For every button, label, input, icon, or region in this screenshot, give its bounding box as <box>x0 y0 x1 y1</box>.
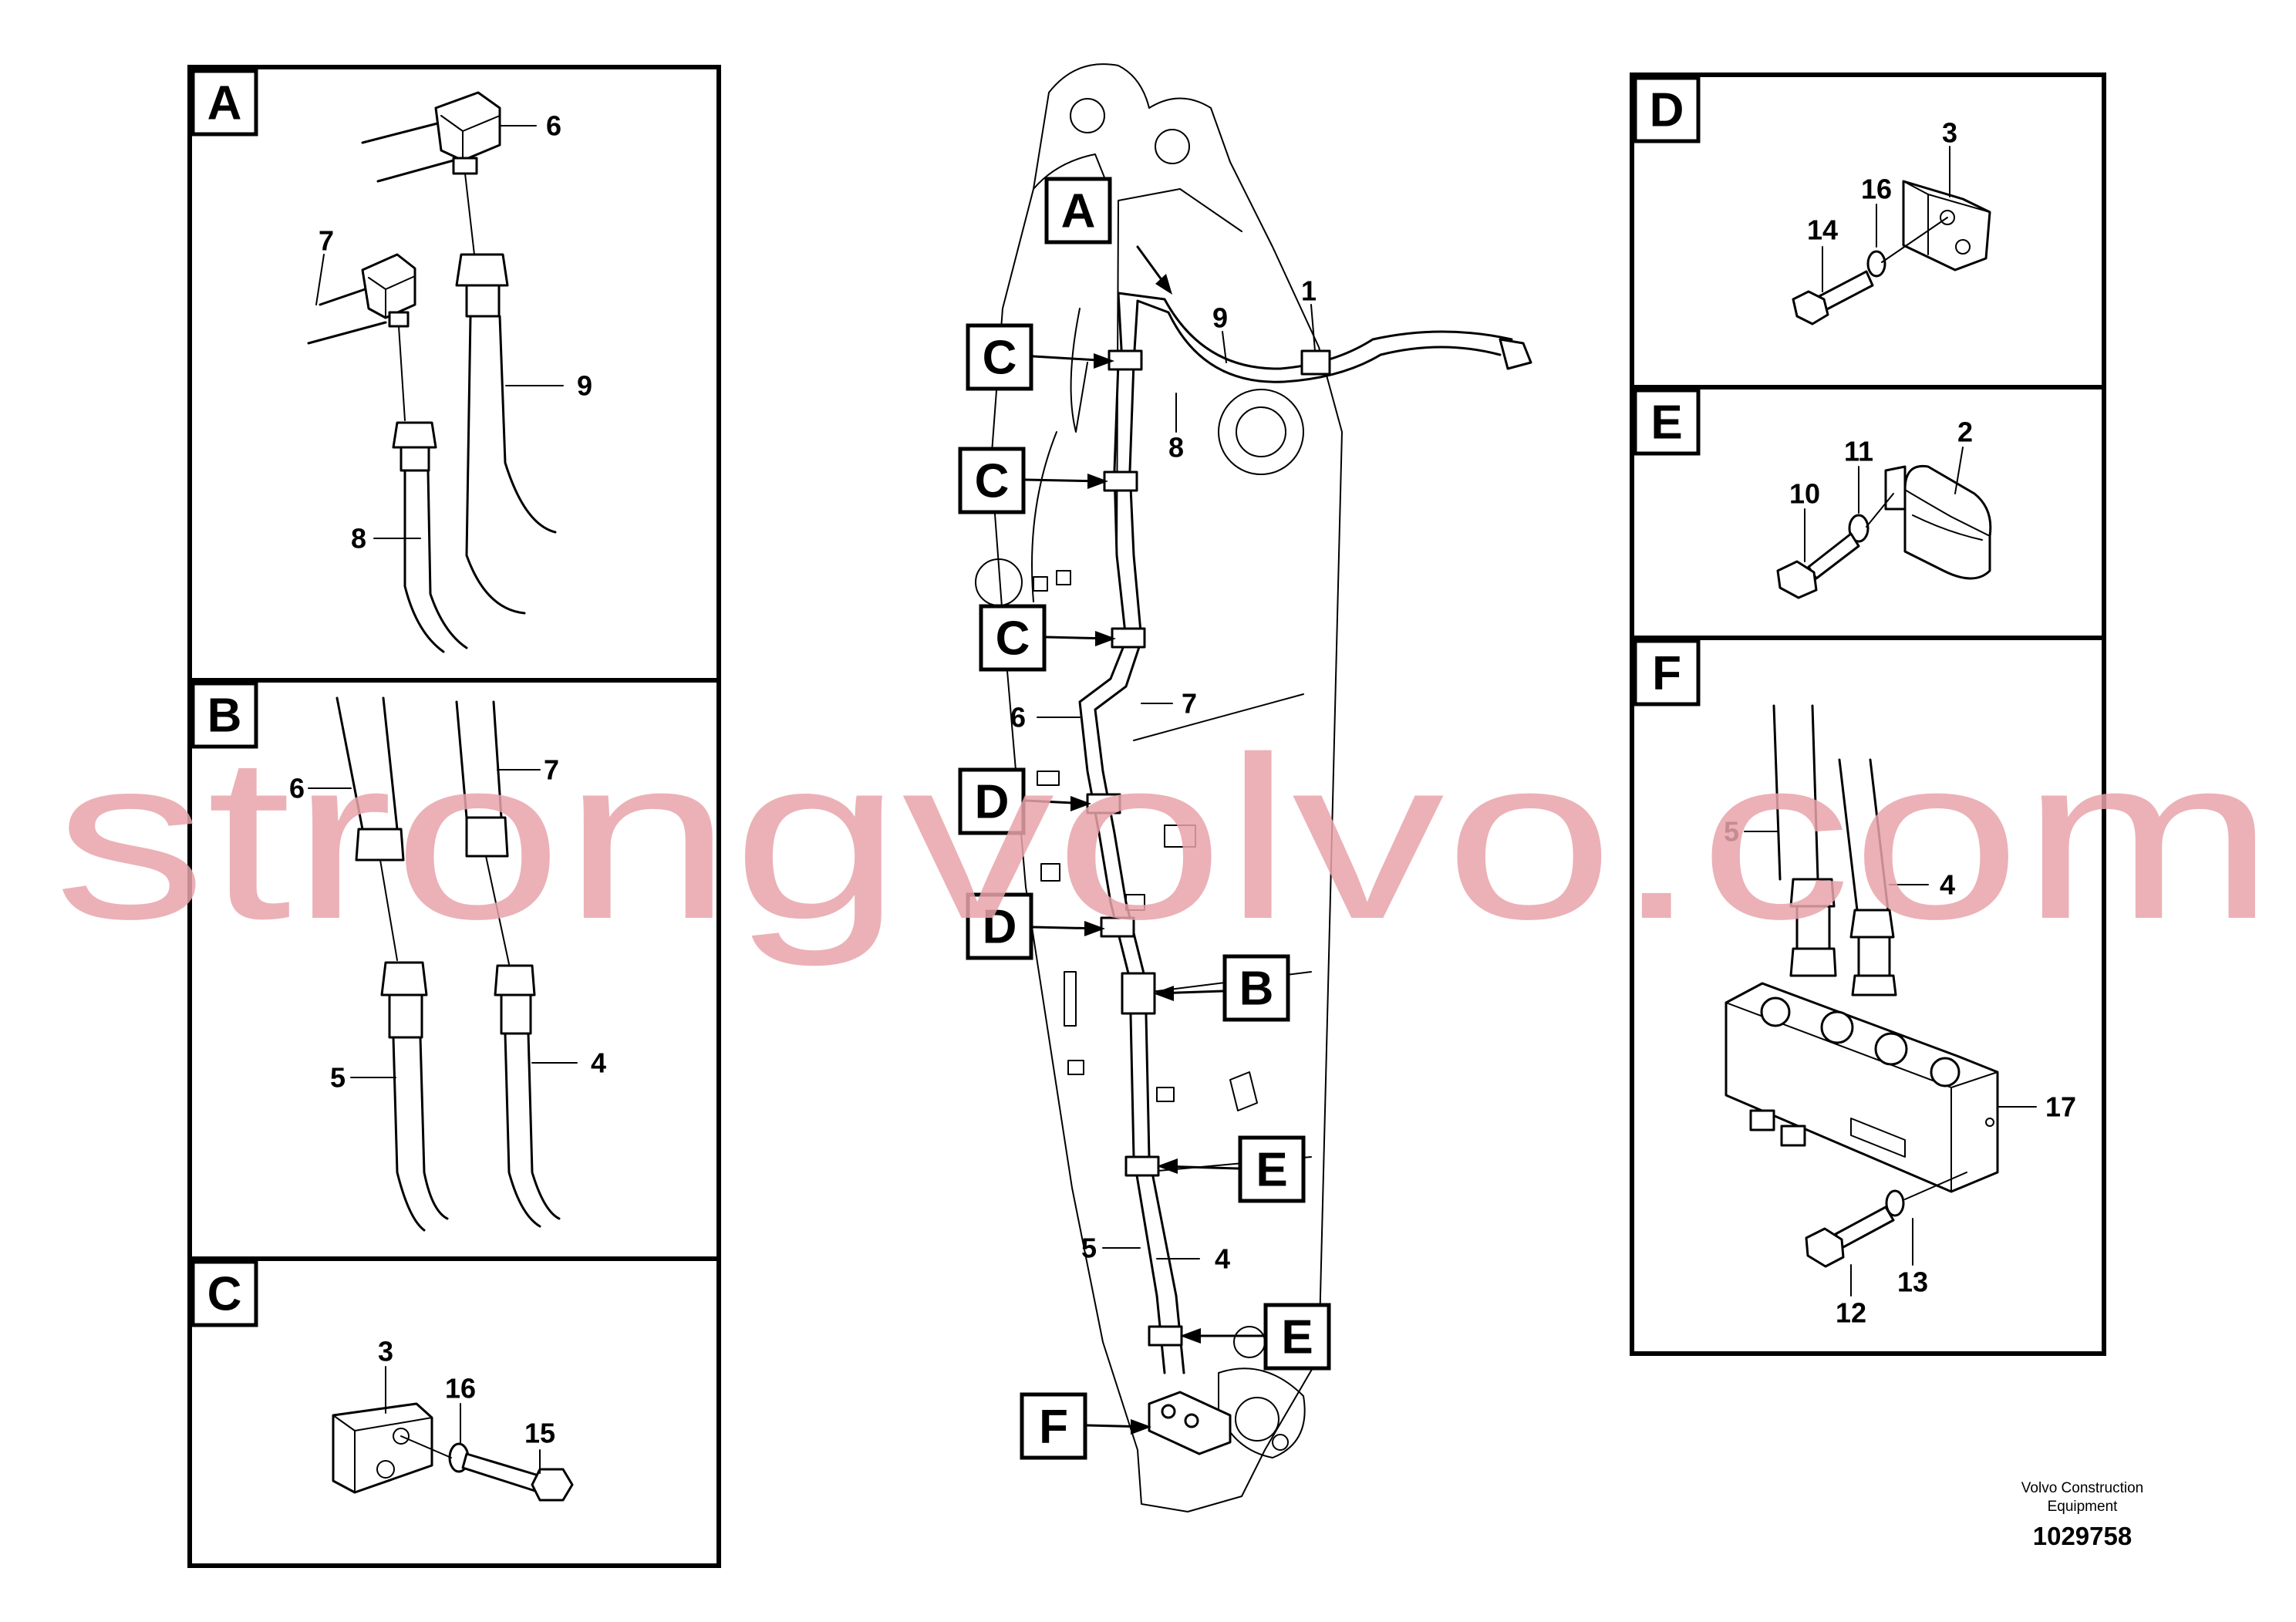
panel-f-drawing: 5 4 17 12 13 <box>1724 704 2076 1329</box>
main-marker-c-3-text: C <box>996 612 1030 666</box>
main-callout-8: 8 <box>1168 432 1184 464</box>
detail-panel-c <box>187 1256 721 1568</box>
detail-panel-e <box>1630 385 2106 640</box>
main-marker-c-1-text: C <box>983 332 1017 385</box>
panel-b-drawing: 6 7 5 4 <box>289 696 606 1232</box>
main-marker-d-2: D <box>966 892 1105 960</box>
panel-f-callout-17: 17 <box>2045 1091 2076 1123</box>
main-marker-d-1-text: D <box>975 776 1010 829</box>
main-callout-6: 6 <box>1010 702 1026 733</box>
main-marker-e-2: E <box>1180 1303 1331 1371</box>
panel-letter-a-text: A <box>207 77 242 130</box>
panel-b-callout-5: 5 <box>330 1062 346 1094</box>
manufacturer-line-1: Volvo Construction <box>2021 1480 2144 1496</box>
panel-letter-b: B <box>190 681 258 749</box>
panel-letter-f: F <box>1633 639 1701 706</box>
panel-e-callout-2: 2 <box>1957 416 1973 448</box>
main-marker-d-2-text: D <box>983 901 1017 954</box>
panel-d-callout-3: 3 <box>1942 117 1957 149</box>
panel-f-callout-4: 4 <box>1940 869 1955 901</box>
panel-letter-d: D <box>1633 76 1701 143</box>
main-marker-f-text: F <box>1039 1401 1068 1454</box>
panel-f-callout-12: 12 <box>1836 1297 1866 1329</box>
main-marker-c-3: C <box>979 604 1116 672</box>
main-marker-c-2-text: C <box>975 455 1010 508</box>
panel-c-callout-15: 15 <box>524 1418 555 1449</box>
panel-letter-c: C <box>190 1259 258 1327</box>
panel-letter-f-text: F <box>1652 647 1681 700</box>
main-callout-7: 7 <box>1182 688 1197 720</box>
panel-a-callout-6: 6 <box>546 110 561 142</box>
panel-f-callout-13: 13 <box>1897 1266 1928 1298</box>
main-marker-b-text: B <box>1239 963 1274 1016</box>
panel-d-callout-14: 14 <box>1807 214 1838 246</box>
panel-c-callout-3: 3 <box>378 1336 393 1367</box>
manufacturer-line-2: Equipment <box>2047 1499 2118 1515</box>
panel-a-callout-8: 8 <box>351 523 366 555</box>
main-marker-b: B <box>1153 954 1290 1022</box>
panel-b-callout-7: 7 <box>544 754 559 786</box>
main-callout-1: 1 <box>1301 275 1317 307</box>
panel-a-callout-9: 9 <box>577 370 592 402</box>
detail-panel-b <box>187 678 721 1261</box>
panel-letter-e: E <box>1633 388 1701 456</box>
main-callout-4: 4 <box>1215 1243 1230 1275</box>
main-marker-f: F <box>1020 1392 1151 1460</box>
panel-d-callout-16: 16 <box>1861 174 1892 205</box>
panel-letter-d-text: D <box>1650 84 1684 137</box>
panel-d-drawing: 3 16 14 <box>1792 117 1991 325</box>
panel-f-callout-5: 5 <box>1724 816 1739 848</box>
panel-a-drawing: 6 7 9 8 <box>307 91 592 653</box>
main-marker-e-1: E <box>1157 1135 1306 1203</box>
main-marker-a: A <box>1044 177 1172 295</box>
panel-c-callout-16: 16 <box>445 1373 476 1404</box>
main-arm-drawing: 9 1 8 6 7 5 4 A C C <box>958 63 1532 1512</box>
panel-b-callout-4: 4 <box>591 1047 606 1079</box>
panel-e-callout-10: 10 <box>1789 478 1820 510</box>
detail-panel-d <box>1630 73 2106 389</box>
panel-e-drawing: 2 11 10 <box>1776 416 1992 599</box>
drawing-number: 1029758 <box>2032 1522 2132 1550</box>
panel-e-callout-11: 11 <box>1844 436 1873 467</box>
main-marker-e-2-text: E <box>1281 1311 1313 1364</box>
panel-letter-a: A <box>190 69 258 137</box>
main-callout-5: 5 <box>1081 1233 1097 1264</box>
main-marker-c-1: C <box>966 323 1114 391</box>
main-marker-d-1: D <box>958 767 1091 835</box>
panel-letter-b-text: B <box>207 690 242 743</box>
main-marker-a-text: A <box>1061 185 1096 238</box>
main-marker-e-1-text: E <box>1256 1144 1287 1197</box>
panel-b-callout-6: 6 <box>289 773 305 804</box>
panel-a-callout-7: 7 <box>319 225 334 257</box>
panel-letter-e-text: E <box>1650 396 1682 450</box>
main-marker-c-2: C <box>958 447 1108 514</box>
panel-letter-c-text: C <box>207 1268 242 1321</box>
main-callout-9: 9 <box>1212 302 1228 334</box>
panel-c-drawing: 3 16 15 <box>332 1336 574 1502</box>
